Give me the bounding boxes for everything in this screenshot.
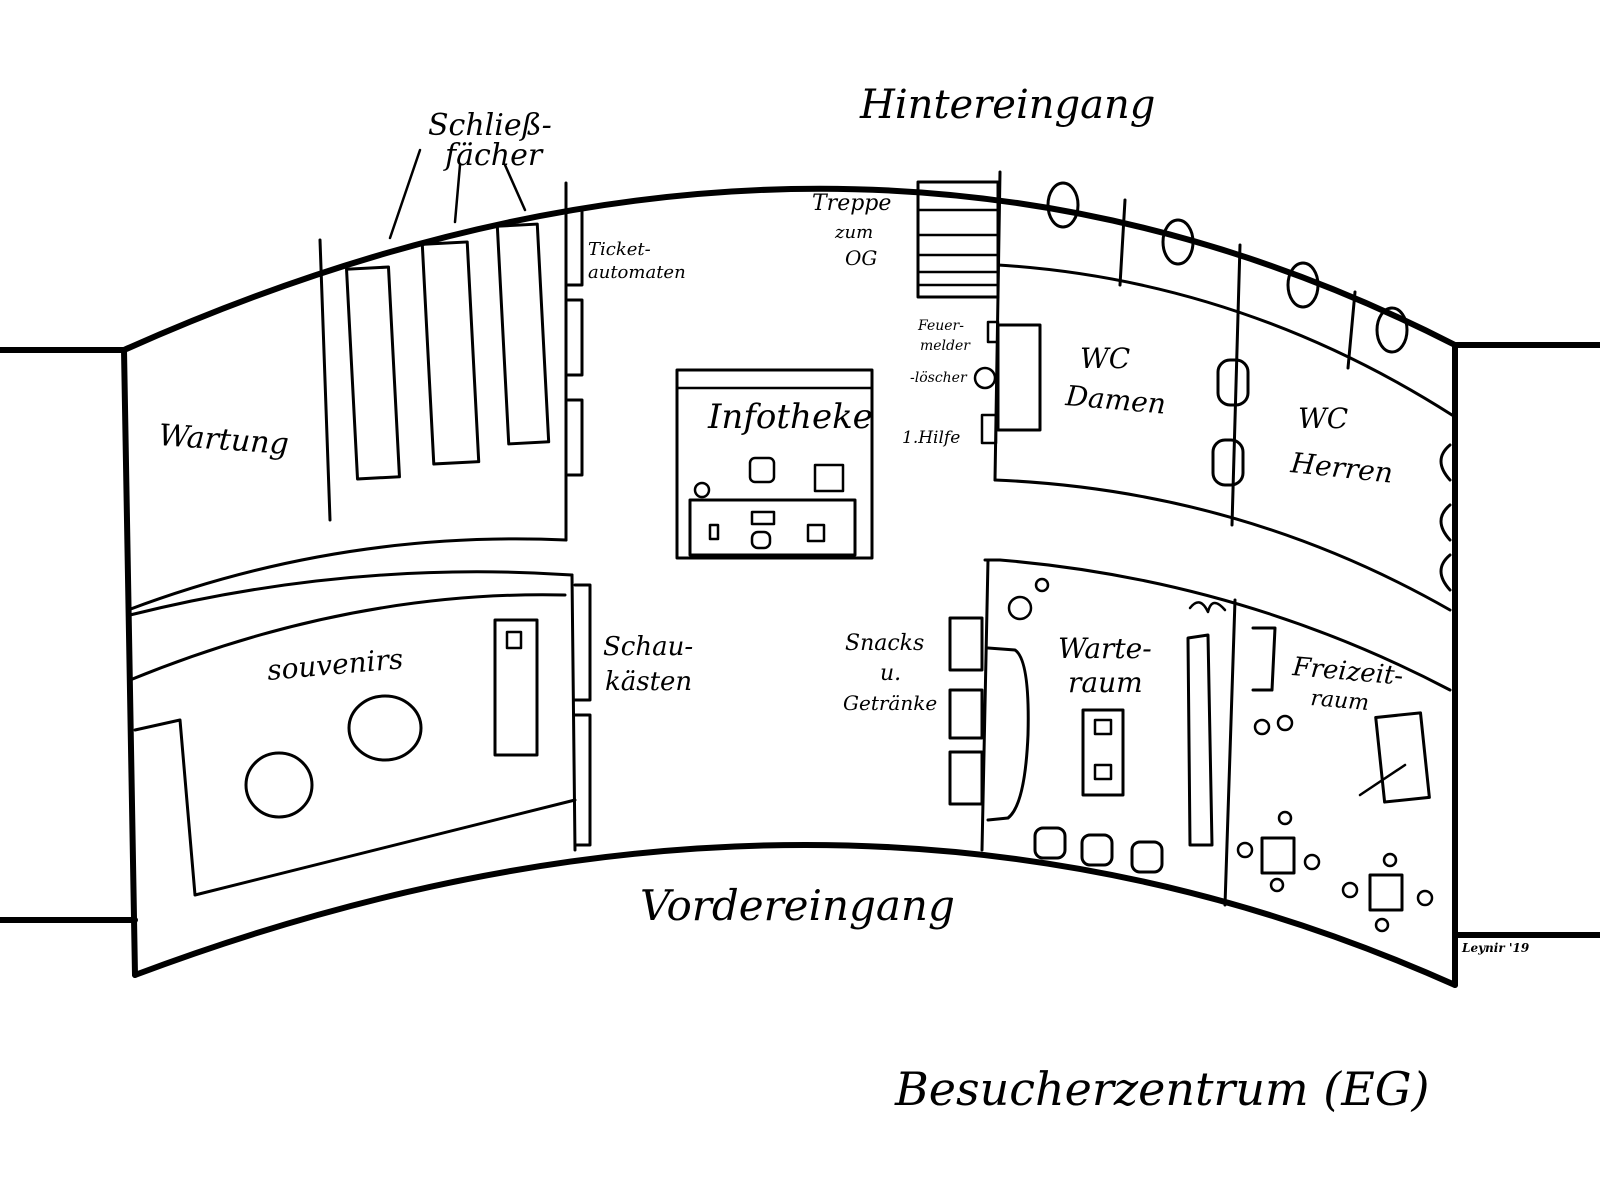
- souvenir-furniture: [244, 618, 539, 819]
- leisure-room-label-2: raum: [1309, 686, 1370, 716]
- snacks-label-3: Getränke: [843, 691, 937, 715]
- waiting-room-furniture: [986, 577, 1227, 874]
- page-title: Besucherzentrum (EG): [894, 1062, 1430, 1116]
- front-entrance-label: Vordereingang: [640, 881, 955, 930]
- waiting-room-label-1: Warte-: [1058, 632, 1152, 665]
- snacks-label-2: u.: [880, 661, 901, 686]
- stairs: [916, 180, 1000, 299]
- waiting-room-label-2: raum: [1068, 666, 1143, 699]
- first-aid-label: 1.Hilfe: [902, 428, 960, 448]
- signature: Leynir '19: [1461, 941, 1530, 955]
- safety-equipment: [973, 320, 1042, 445]
- lockers-label-2: fächer: [443, 138, 544, 173]
- fire-alarm-label-1: Feuer-: [917, 318, 964, 334]
- stairs-label-3: OG: [845, 246, 877, 270]
- ticket-machines-label-2: automaten: [588, 262, 686, 283]
- fire-alarm-label-2: melder: [920, 338, 971, 354]
- room-label-info-desk: Infotheke: [707, 397, 873, 437]
- info-desk: [675, 368, 874, 560]
- extinguisher-label: -löscher: [910, 370, 968, 386]
- snacks-label-1: Snacks: [845, 631, 924, 656]
- wc-women-label-2: Damen: [1063, 379, 1167, 421]
- back-entrance-label: Hintereingang: [859, 82, 1155, 128]
- wc-men-label-2: Herren: [1288, 446, 1394, 490]
- lockers-label-1: Schließ-: [428, 108, 552, 143]
- stairs-label-1: Treppe: [812, 191, 891, 216]
- leisure-room-furniture: [1236, 711, 1434, 933]
- showcase-label-1: Schau-: [603, 632, 693, 662]
- interior-walls: [126, 170, 1454, 907]
- snack-machines: [948, 616, 984, 806]
- wall-cabinets: [566, 208, 592, 847]
- showcase-label-2: kästen: [605, 667, 692, 697]
- room-label-maintenance: Wartung: [157, 418, 289, 462]
- stairs-label-2: zum: [834, 222, 873, 243]
- wc-women-label-1: WC: [1080, 342, 1130, 375]
- outer-walls: [0, 185, 1600, 988]
- wc-men-label-1: WC: [1298, 402, 1348, 435]
- ticket-machines-label-1: Ticket-: [588, 239, 651, 260]
- room-label-souvenirs: souvenirs: [266, 642, 405, 687]
- toilets: [1046, 181, 1452, 592]
- locker-units: [345, 148, 551, 481]
